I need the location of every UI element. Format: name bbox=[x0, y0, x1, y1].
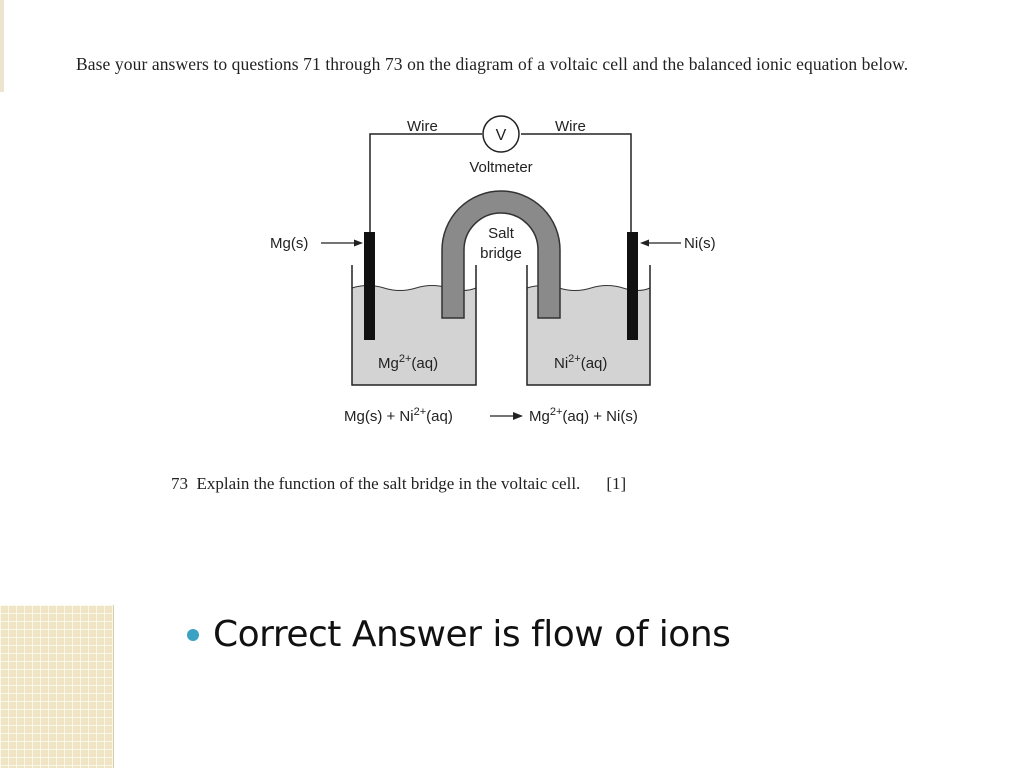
wire-left bbox=[369, 133, 482, 232]
voltmeter-circle bbox=[482, 115, 520, 153]
question-intro-text: Base your answers to questions 71 throug… bbox=[76, 54, 909, 74]
slide-edge-decoration bbox=[0, 0, 4, 92]
equation-products: Mg2+(aq) + Ni(s) bbox=[529, 406, 638, 425]
question-73-number: 73 bbox=[171, 474, 188, 493]
salt-bridge-label-line2: bridge bbox=[480, 245, 522, 262]
mg-electrode bbox=[364, 232, 375, 340]
right-beaker bbox=[526, 265, 651, 386]
voltaic-cell-diagram: Wire Wire V Voltmeter Salt bridge Mg(s) … bbox=[270, 115, 716, 425]
bullet-icon bbox=[187, 628, 199, 641]
ni-solution-label: Ni2+(aq) bbox=[554, 353, 607, 372]
voltmeter-symbol: V bbox=[496, 127, 507, 144]
equation-arrowhead-icon bbox=[513, 412, 523, 420]
answer-text: Correct Answer is flow of ions bbox=[213, 614, 731, 655]
mg-arrowhead-icon bbox=[354, 239, 363, 247]
voltmeter-label: Voltmeter bbox=[469, 159, 532, 176]
question-73: 73 Explain the function of the salt brid… bbox=[171, 474, 626, 494]
left-beaker bbox=[351, 265, 477, 386]
question-73-marks: [1] bbox=[606, 474, 627, 493]
salt-bridge bbox=[441, 190, 561, 319]
ni-electrode-label: Ni(s) bbox=[684, 235, 716, 252]
answer-bullet-item: Correct Answer is flow of ions bbox=[187, 614, 731, 655]
ni-electrode bbox=[627, 232, 638, 340]
question-73-text: Explain the function of the salt bridge … bbox=[196, 474, 581, 493]
wire-right bbox=[521, 133, 632, 232]
mg-solution-label: Mg2+(aq) bbox=[378, 353, 438, 372]
wire-right-label: Wire bbox=[555, 118, 586, 135]
mg-electrode-label: Mg(s) bbox=[270, 235, 308, 252]
corner-pattern-decoration bbox=[0, 605, 114, 768]
salt-bridge-label-line1: Salt bbox=[488, 225, 515, 242]
ni-arrowhead-icon bbox=[640, 239, 649, 247]
equation-reactants: Mg(s) + Ni2+(aq) bbox=[344, 406, 453, 425]
wire-left-label: Wire bbox=[407, 118, 438, 135]
